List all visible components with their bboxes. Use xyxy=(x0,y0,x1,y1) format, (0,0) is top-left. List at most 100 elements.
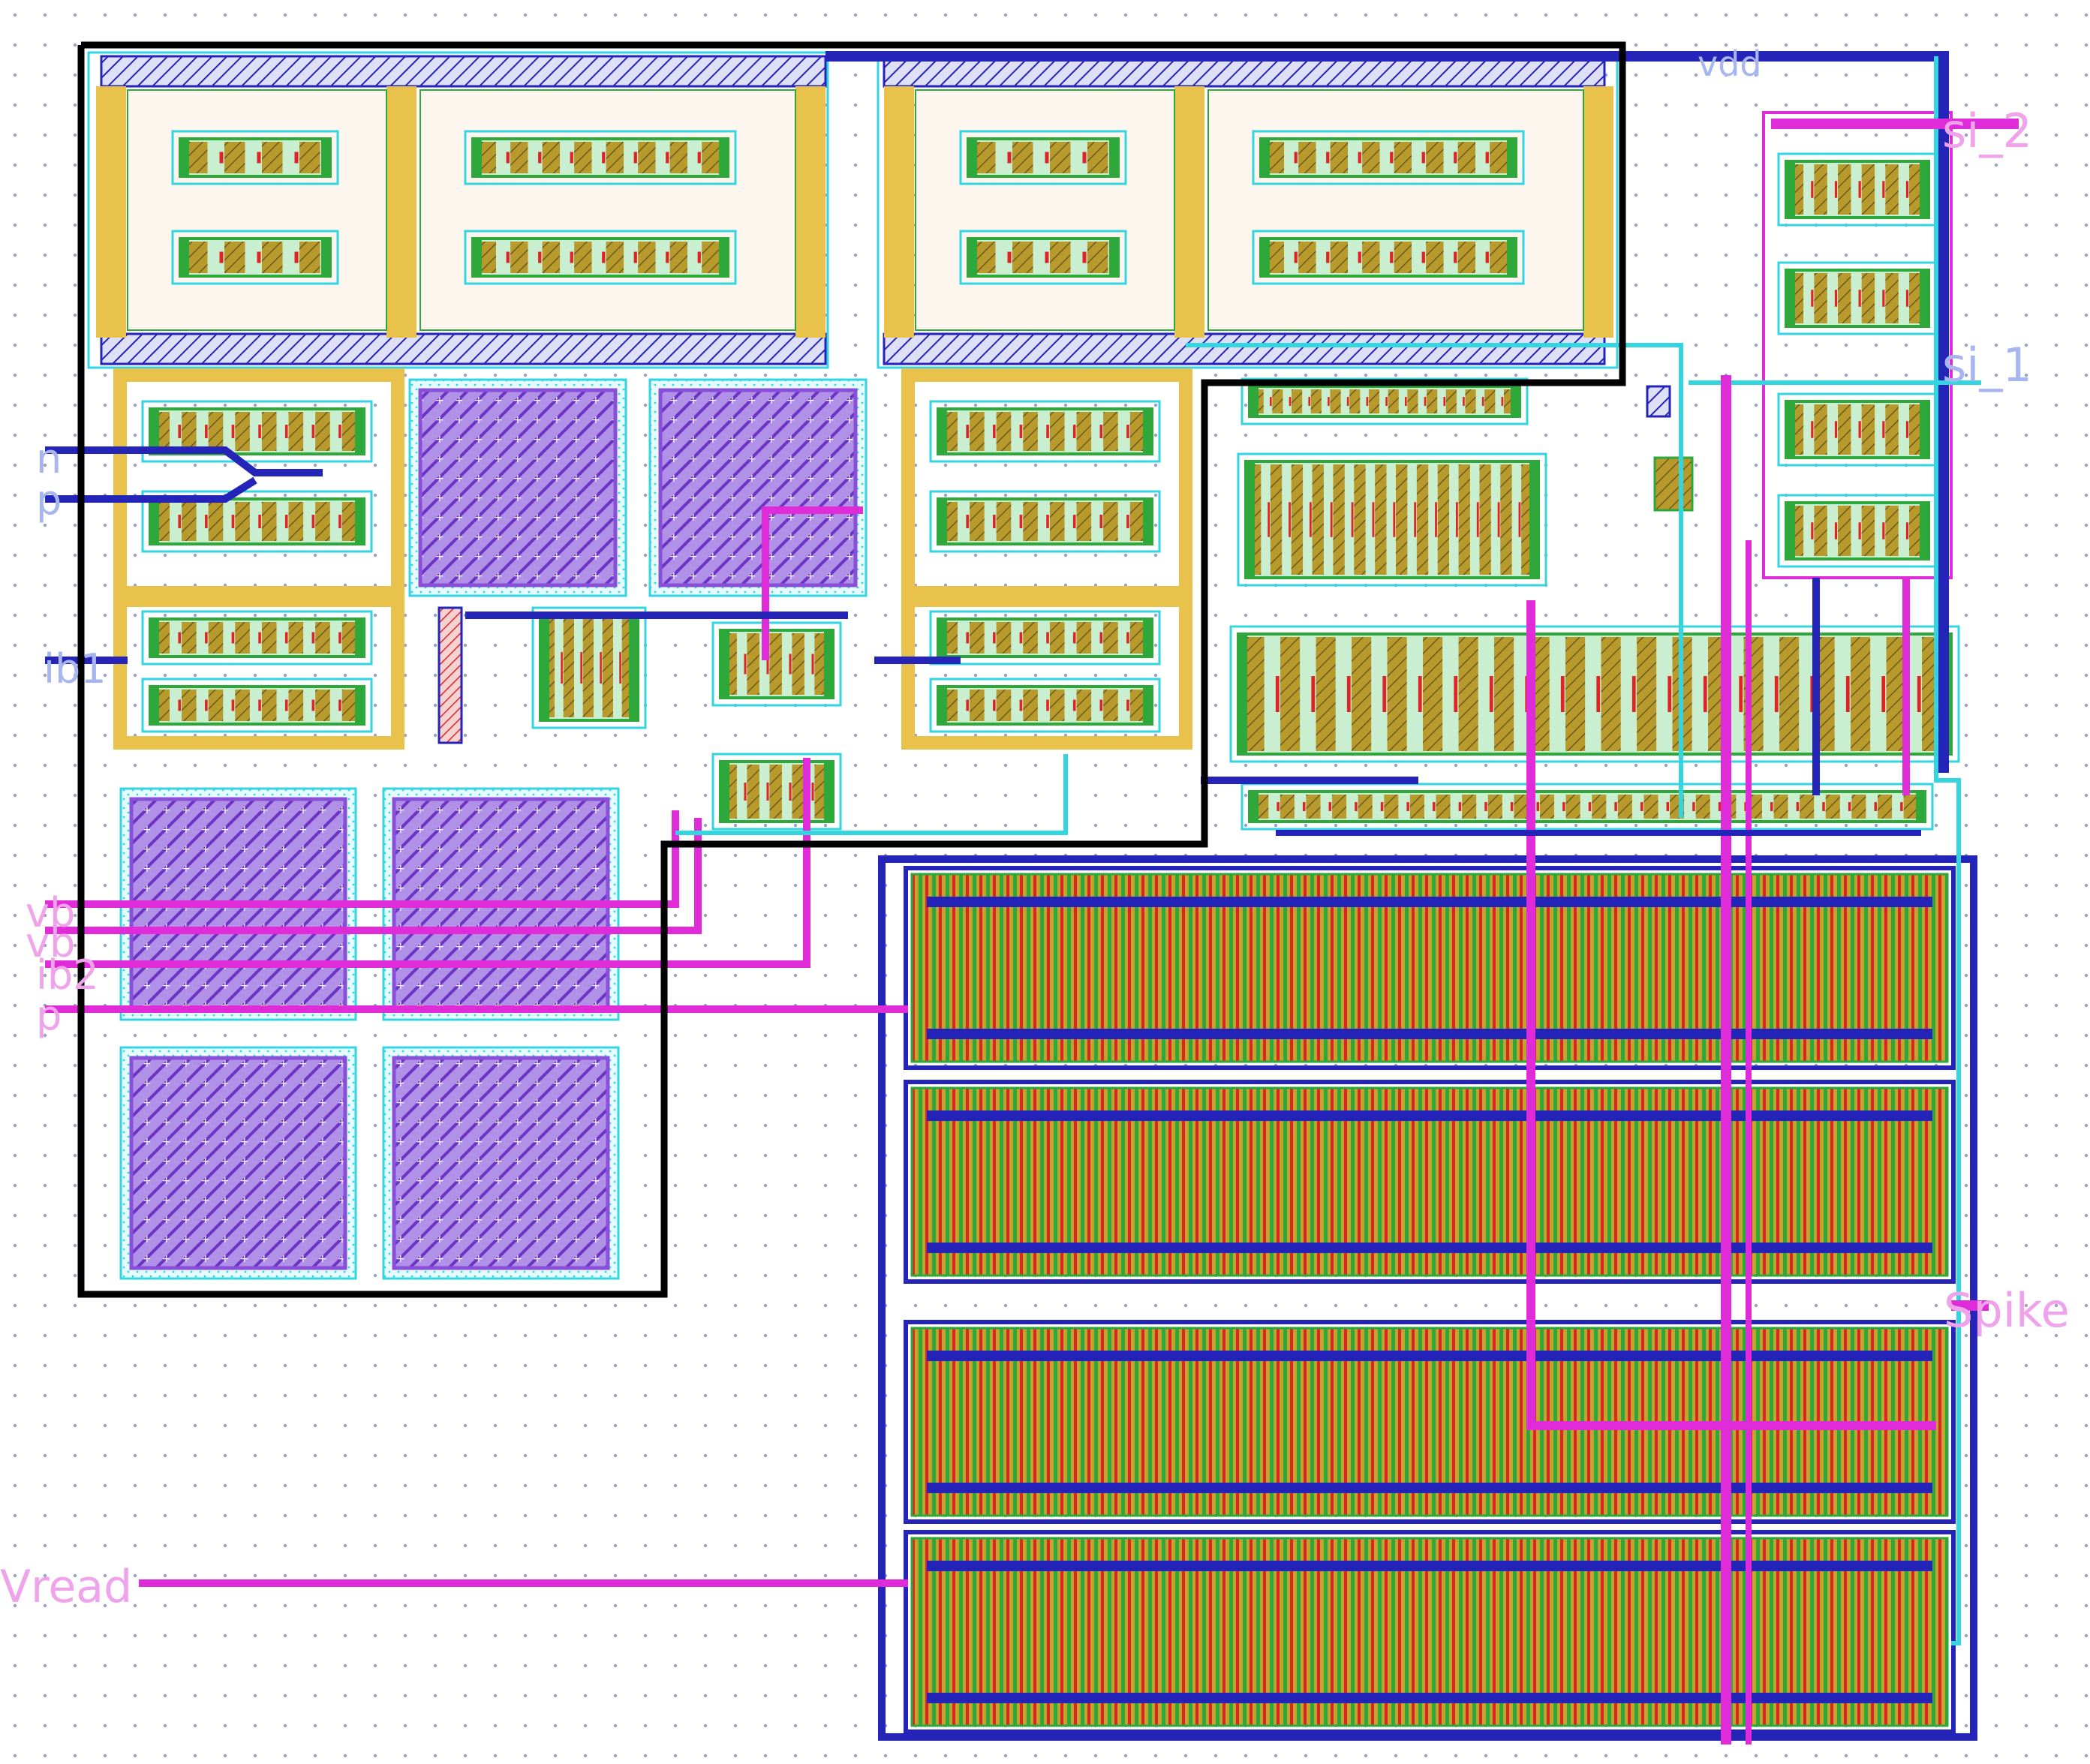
rs-row3-gate xyxy=(1494,637,1514,751)
pin-vb-a[interactable]: vb xyxy=(26,889,76,936)
mid-right-frame xyxy=(901,368,1192,600)
mr-m2-gate xyxy=(1049,502,1065,541)
tl-m1-edge-l xyxy=(180,139,189,176)
tl-m2-edge-l xyxy=(180,239,189,276)
ml-m1-gate xyxy=(288,412,304,451)
tr-m2-poly xyxy=(1045,251,1049,263)
rs-row1-poly xyxy=(1328,397,1330,406)
rs-row4-gate xyxy=(1384,795,1399,819)
tr-m4-poly xyxy=(1421,251,1425,263)
rs-row1-gate xyxy=(1292,389,1303,413)
rs-row2-poly xyxy=(1393,502,1396,537)
pin-ib1[interactable]: ib1 xyxy=(44,645,107,693)
mr-m2-gate xyxy=(1103,502,1118,541)
rs-row3-poly xyxy=(1596,676,1601,712)
tr-m3-edge-r xyxy=(1507,139,1516,176)
tl-m4-gate xyxy=(606,242,624,273)
rs-row4-gate xyxy=(1332,795,1347,819)
si-m2-poly xyxy=(1811,290,1814,307)
rs-row3-gate xyxy=(1851,637,1871,751)
mid-small-3-gate xyxy=(792,765,804,819)
mr-m2-poly xyxy=(966,515,969,528)
rs-row1-gate xyxy=(1272,389,1283,413)
ml-m2-well xyxy=(141,490,373,553)
ml-m3-gate xyxy=(341,622,357,654)
tl-m1-edge-r xyxy=(321,139,330,176)
mr-m3-gate xyxy=(1129,622,1145,654)
pin-si2[interactable]: si_2 xyxy=(1942,104,2032,158)
tr-m4-poly xyxy=(1326,251,1330,263)
mr-m4-gate xyxy=(1023,690,1038,721)
rs-row3-active xyxy=(1237,633,1953,756)
tl-m2-poly xyxy=(257,251,261,263)
tr-m3-poly xyxy=(1421,152,1425,164)
ml-m4-well xyxy=(141,678,373,733)
mr-m4-edge-r xyxy=(1143,687,1152,724)
si-m3-gate xyxy=(1861,404,1875,455)
pin-ib2[interactable]: ib2 xyxy=(36,951,99,999)
ml-m2-gate xyxy=(182,502,197,541)
rs-row4-poly xyxy=(1692,802,1695,811)
rs-row1-gate xyxy=(1368,389,1380,413)
mr-m2-gate xyxy=(970,502,985,541)
mid-small-1-edge-l xyxy=(540,615,549,720)
pin-n[interactable]: n xyxy=(36,435,62,482)
tr-m2-edge-l xyxy=(968,239,977,276)
top-right-ndiff-l xyxy=(884,86,914,338)
mr-m3-poly xyxy=(966,632,969,644)
rs-row3-poly xyxy=(1311,676,1316,712)
mr-m3-poly xyxy=(1126,632,1129,644)
tr-m3-gate xyxy=(1394,142,1412,173)
tl-m1-poly xyxy=(294,152,299,164)
mid-small-3-gate xyxy=(814,765,827,819)
si-m3-poly xyxy=(1834,421,1838,438)
tl-m1-gate xyxy=(224,142,245,173)
rs-row3-gate xyxy=(1244,637,1265,751)
mr-m2-edge-l xyxy=(938,499,947,544)
rs-row4-poly xyxy=(1484,802,1487,811)
tr-m4-gate xyxy=(1330,242,1349,273)
si-m4-poly xyxy=(1834,522,1838,539)
mr-m2-well xyxy=(929,490,1161,553)
pin-p[interactable]: p xyxy=(36,476,62,524)
pin-vb-b[interactable]: vb xyxy=(26,919,76,966)
tl-m4-gate xyxy=(478,242,497,273)
rs-row2-poly xyxy=(1372,502,1375,537)
ml-m3-gate xyxy=(261,622,277,654)
si-m4-active xyxy=(1785,501,1930,560)
n-wire xyxy=(45,446,323,476)
rs-row1-gate xyxy=(1330,389,1341,413)
pin-top-right[interactable]: vdd xyxy=(1698,44,1762,84)
rs-row1-edge-l xyxy=(1249,386,1259,416)
tl-m3-poly xyxy=(697,152,701,164)
pin-spike[interactable]: Spike xyxy=(1944,1283,2070,1338)
pin-vread[interactable]: Vread xyxy=(0,1561,133,1613)
ml-m3-edge-l xyxy=(150,619,159,657)
mr-m2-gate xyxy=(1129,502,1145,541)
si-m3-poly xyxy=(1882,421,1885,438)
rs-row1-gate xyxy=(1349,389,1361,413)
rs-row2-gate xyxy=(1479,464,1491,575)
tr-m2-poly xyxy=(1007,251,1012,263)
ml-m3-poly xyxy=(258,632,261,644)
tl-m1-gate xyxy=(262,142,283,173)
ml-m2-gate xyxy=(288,502,304,541)
rs-row3-gate xyxy=(1458,637,1478,751)
ml-m2-gate xyxy=(208,502,224,541)
rs-row2-well xyxy=(1237,452,1547,587)
rs-row4-gate xyxy=(1565,795,1580,819)
mr-m1-gate xyxy=(1129,412,1145,451)
mr-m2-poly xyxy=(993,515,996,528)
tl-m1-gate xyxy=(187,142,208,173)
mr-m3-poly xyxy=(1019,632,1023,644)
tr-m4-gate xyxy=(1362,242,1380,273)
rs-row4-gate xyxy=(1695,795,1710,819)
rs-row2-gate xyxy=(1291,464,1304,575)
pin-p-low[interactable]: p xyxy=(36,992,62,1039)
tl-m3-edge-r xyxy=(719,139,728,176)
mid-small-3-poly xyxy=(811,783,814,801)
top-left-sub-b xyxy=(420,89,796,331)
well-tie xyxy=(1934,56,1961,1645)
pin-si1[interactable]: si_1 xyxy=(1942,338,2032,392)
ml-m1-poly xyxy=(311,425,315,438)
